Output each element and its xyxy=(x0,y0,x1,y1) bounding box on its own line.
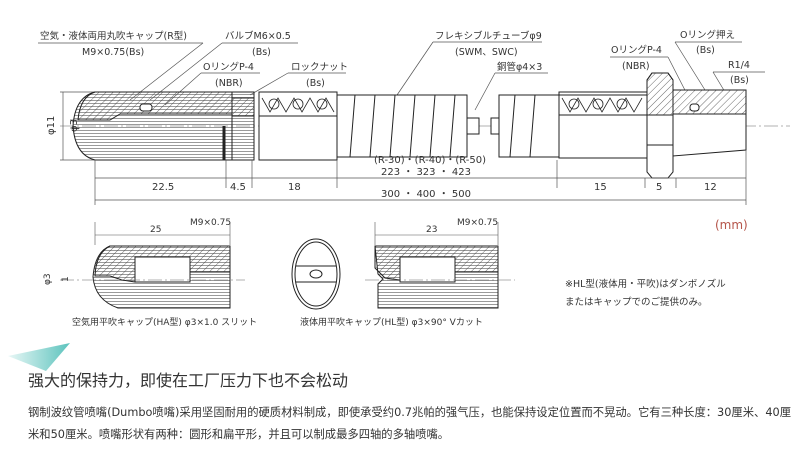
oring-right-spec: (NBR) xyxy=(622,61,650,72)
hl-cap-end-view xyxy=(291,238,341,310)
ha-cap-caption: 空気用平吹キャップ(HA型) φ3×1.0 スリット xyxy=(72,316,257,328)
hl-cap-caption: 液体用平吹キャップ(HL型) φ3×90° Vカット xyxy=(300,316,483,328)
flex-tube-spec: (SWM、SWC) xyxy=(455,47,518,58)
dim-fitting-length: 15 xyxy=(594,182,607,193)
dim-tube-lengths: 223 ・ 323 ・ 423 xyxy=(381,167,471,178)
section-heading: 强大的保持力，即使在工厂压力下也不会松动 xyxy=(28,371,349,390)
outer-diameter-label: φ11 xyxy=(46,116,57,135)
nozzle-technical-drawing: 空気・液体両用丸吹キャップ(R型) M9×0.75(Bs) バルブM6×0.5 … xyxy=(38,29,790,328)
section-body: 钢制波纹管喷嘴(Dumbo喷嘴)采用坚固耐用的硬质材料制成，即使承受约0.7兆帕… xyxy=(28,406,791,441)
length-dimensions xyxy=(94,150,747,205)
dim-valve-length: 4.5 xyxy=(230,182,246,193)
dim-hex-length: 5 xyxy=(656,182,662,193)
hl-note-line1: ※HL型(液体用・平吹)はダンボノズル xyxy=(565,278,726,290)
oring-left-label: OリングP-4 xyxy=(203,61,254,73)
unit-label: (mm) xyxy=(715,218,748,232)
copper-pipe-label: 銅管φ4×3 xyxy=(497,61,542,73)
ha-cap-diameter: φ3 xyxy=(43,273,53,285)
dim-total-lengths: 300 ・ 400 ・ 500 xyxy=(381,189,471,200)
oring-right-label: OリングP-4 xyxy=(611,44,662,56)
ha-cap-thread: M9×0.75 xyxy=(190,218,231,228)
oring-left-spec: (NBR) xyxy=(215,78,243,89)
cap-r-label: 空気・液体両用丸吹キャップ(R型) xyxy=(40,30,187,42)
valve-label: バルブM6×0.5 xyxy=(225,30,291,42)
ha-cap-length: 25 xyxy=(150,225,161,235)
hl-cap-length: 23 xyxy=(426,225,437,235)
hl-cap-drawing xyxy=(365,222,515,309)
locknut-spec: (Bs) xyxy=(306,78,325,89)
flex-tube-label: フレキシブルチューブφ9 xyxy=(435,30,542,42)
hl-note-line2: またはキャップでのご提供のみ。 xyxy=(565,296,708,308)
thread-spec: (Bs) xyxy=(730,75,749,86)
ha-cap-drawing xyxy=(60,222,245,309)
dim-tube-models: (R-30)・(R-40)・(R-50) xyxy=(374,155,486,166)
cap-r-spec: M9×0.75(Bs) xyxy=(82,47,144,58)
hl-cap-thread: M9×0.75 xyxy=(457,218,498,228)
oring-retainer-spec: (Bs) xyxy=(696,45,715,56)
nozzle-assembly xyxy=(60,72,790,179)
heading-accent-shape xyxy=(8,343,70,371)
flexible-tube xyxy=(336,94,560,158)
oring-retainer-label: Oリング押え xyxy=(680,29,735,41)
locknut-label: ロックナット xyxy=(291,62,348,73)
thread-label: R1/4 xyxy=(728,60,750,71)
ha-cap-slit: 1 xyxy=(61,276,71,282)
dim-cap-length: 22.5 xyxy=(152,182,174,193)
dim-thread-length: 12 xyxy=(704,182,717,193)
valve-spec: (Bs) xyxy=(252,47,271,58)
dim-locknut-length: 18 xyxy=(288,182,301,193)
